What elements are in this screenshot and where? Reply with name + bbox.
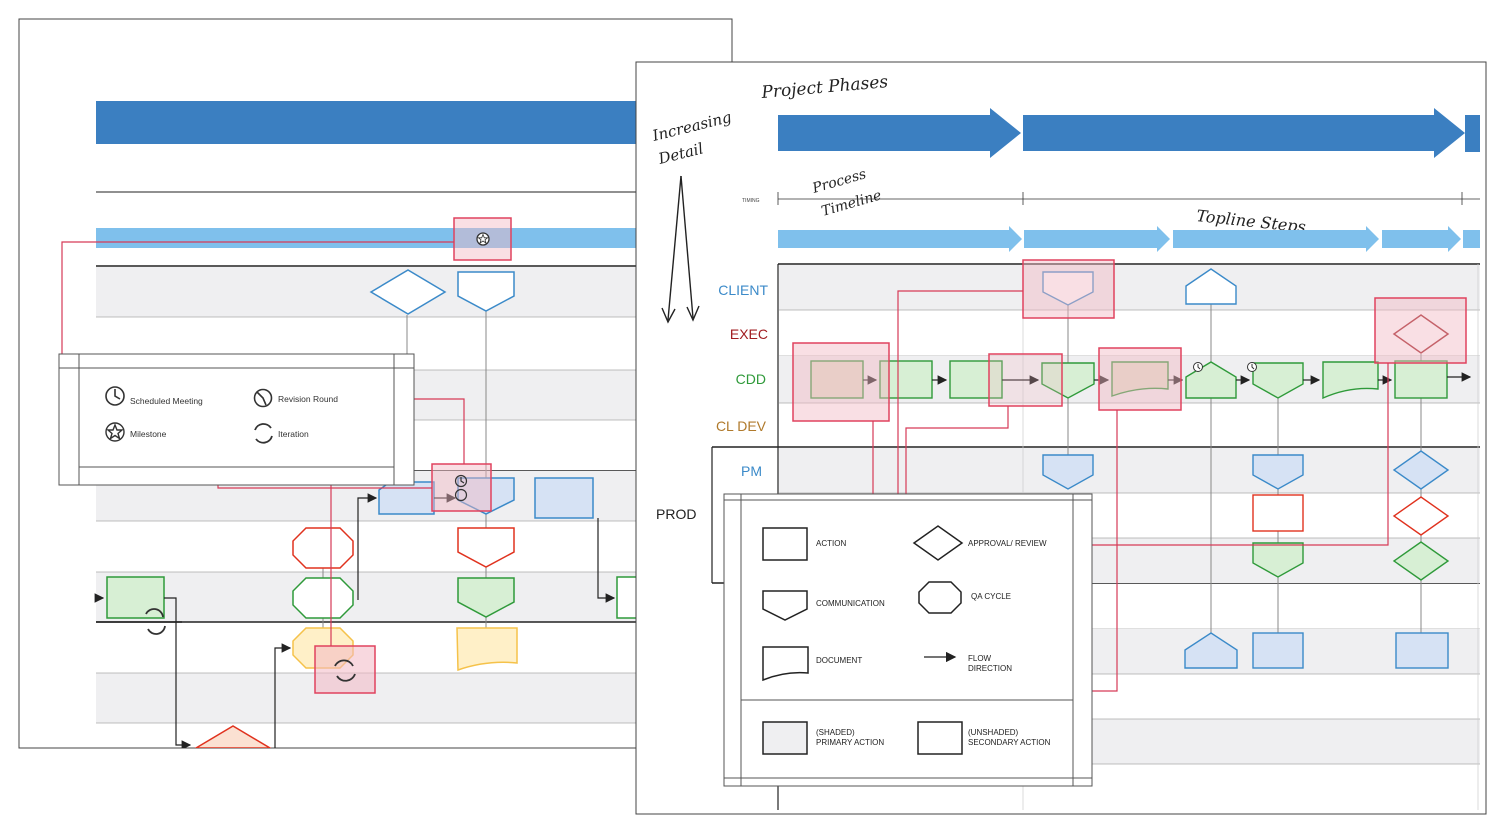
highlight-flow-direction: [988, 353, 1063, 407]
lower-communication-up: [1184, 632, 1238, 669]
lane-label-cdd: CDD: [736, 371, 766, 387]
prod-approval-red: [1392, 496, 1450, 536]
legend-unshaded-icon: [917, 721, 963, 755]
legend-scheduled-meeting-label: Scheduled Meeting: [130, 396, 203, 406]
pm-communication-2: [1252, 454, 1304, 490]
timeline-step-2: [1024, 226, 1170, 252]
pm-approval-diamond: [1392, 450, 1450, 490]
back-timeline-bar: [96, 228, 636, 248]
back-communication-shape-3: [457, 477, 515, 515]
increasing-detail-arrows: [661, 175, 700, 324]
back-iteration-icon: [145, 608, 166, 635]
legend-unshaded-label-2: SECONDARY ACTION: [968, 738, 1051, 747]
legend-approval-label: APPROVAL/ REVIEW: [968, 539, 1047, 548]
back-sheet: Scheduled Meeting Revision Round Milesto…: [18, 18, 733, 749]
back-qa-cycle-red: [292, 527, 354, 569]
highlight-approval: [1374, 297, 1467, 364]
back-phase-bar: [96, 101, 636, 144]
back-communication-green: [457, 577, 515, 618]
highlight-revision: [431, 463, 492, 512]
legend-milestone-label: Milestone: [130, 429, 167, 439]
legend-flow-label-2: DIRECTION: [968, 664, 1012, 673]
front-sheet: Project Phases Increasing Detail Process…: [635, 61, 1487, 815]
legend-unshaded-label-1: (UNSHADED): [968, 728, 1019, 737]
timeline-step-4: [1382, 226, 1461, 252]
phase-arrow-1: [778, 108, 1021, 158]
back-approval-diamond: [369, 269, 447, 315]
legend-document-icon: [762, 646, 809, 682]
legend-scheduled-meeting-icon: [105, 386, 125, 406]
cdd-communication-2: [1252, 362, 1304, 399]
highlight-action: [792, 342, 890, 422]
back-action-green: [106, 576, 165, 619]
back-qa-cycle-green: [292, 577, 354, 619]
prod-approval-green: [1392, 541, 1450, 581]
legend-revision-round-label: Revision Round: [278, 394, 338, 404]
legend-action-label: ACTION: [816, 539, 846, 548]
cdd-action-1: [810, 360, 864, 399]
phase-arrow-2: [1023, 108, 1465, 158]
lane-label-cl-dev: CL DEV: [716, 418, 767, 434]
lane-label-exec: EXEC: [730, 326, 768, 342]
back-legend: Scheduled Meeting Revision Round Milesto…: [58, 353, 415, 486]
highlight-communication: [1022, 259, 1115, 319]
legend-communication-label: COMMUNICATION: [816, 599, 885, 608]
legend-document-label: DOCUMENT: [816, 656, 862, 665]
lane-label-client: CLIENT: [718, 282, 768, 298]
legend-approval-icon: [912, 525, 964, 561]
timeline-step-3: [1173, 226, 1379, 252]
client-communication: [1042, 271, 1094, 306]
cdd-document-2: [1322, 361, 1379, 400]
legend-shaded-label-2: PRIMARY ACTION: [816, 738, 884, 747]
highlight-document: [1098, 347, 1182, 411]
cdd-document-1: [1111, 361, 1169, 397]
legend-iteration-icon: [254, 423, 273, 444]
back-action-blue: [534, 477, 594, 519]
legend-communication-icon: [762, 590, 808, 621]
exec-approval-diamond: [1392, 314, 1450, 354]
lane-label-pm: PM: [741, 463, 762, 479]
timing-label: TIMING: [742, 198, 760, 204]
timeline-step-1: [778, 226, 1022, 252]
cdd-communication-1: [1041, 362, 1095, 399]
back-communication-shape: [457, 271, 515, 312]
client-communication-2: [1185, 268, 1237, 305]
legend-qa-cycle-label: QA CYCLE: [971, 592, 1011, 601]
phase-arrow-3: [1465, 115, 1480, 152]
front-legend: ACTION APPROVAL/ REVIEW COMMUNICATION QA…: [723, 493, 1093, 787]
legend-action-icon: [762, 527, 808, 561]
back-approval-diamond-orange: [194, 725, 272, 748]
legend-flow-label-1: FLOW: [968, 654, 992, 663]
back-action-green-right: [616, 576, 636, 619]
legend-shaded-icon: [762, 721, 808, 755]
legend-iteration-label: Iteration: [278, 429, 309, 439]
back-document-yellow: [456, 627, 518, 672]
lower-action-2: [1395, 632, 1449, 669]
legend-revision-round-icon: [253, 388, 273, 408]
legend-milestone-icon: [105, 422, 125, 442]
pm-communication-1: [1042, 454, 1094, 490]
prod-communication-green: [1252, 542, 1304, 578]
legend-qa-cycle-icon: [918, 581, 962, 614]
timeline-step-5: [1463, 230, 1480, 248]
highlight-iteration: [314, 645, 376, 694]
cdd-scheduled-meeting-icons: [1193, 362, 1257, 372]
back-communication-shape-2: [378, 481, 435, 515]
scheduled-meeting-icon: [454, 474, 468, 502]
prod-action-red: [1252, 494, 1304, 532]
cdd-action-4: [1394, 360, 1448, 399]
lane-label-prod: PROD: [656, 506, 696, 522]
lower-action-1: [1252, 632, 1304, 669]
milestone-icon: [476, 232, 490, 246]
back-communication-red: [457, 527, 515, 568]
legend-shaded-label-1: (SHADED): [816, 728, 855, 737]
iteration-icon: [334, 659, 356, 682]
